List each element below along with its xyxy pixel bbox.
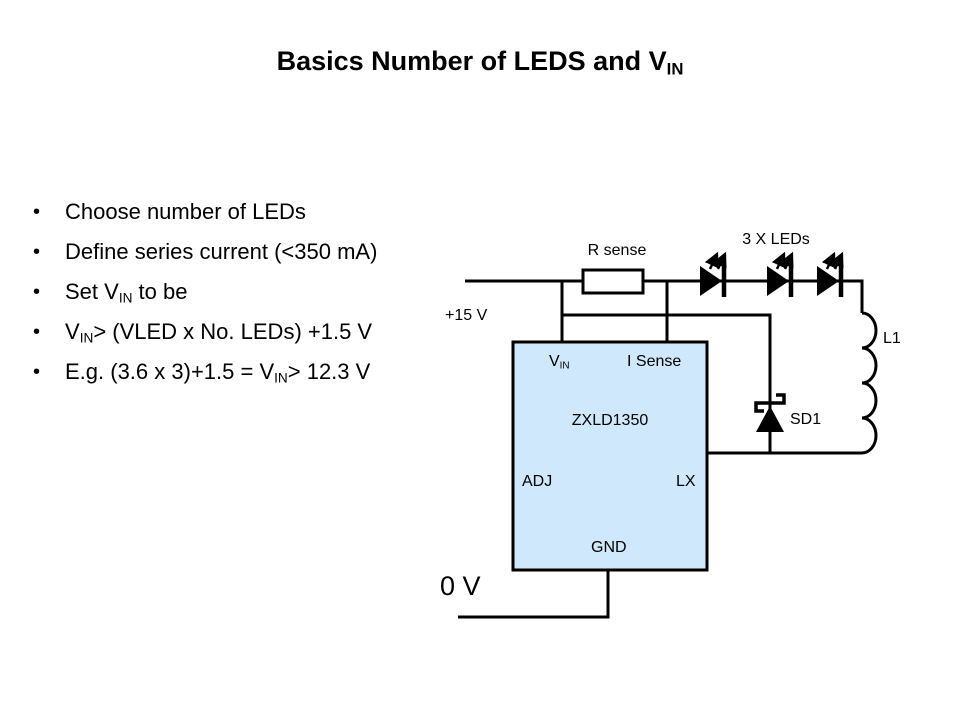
bullet-text-post: > (VLED x No. LEDs) +1.5 V <box>93 319 373 344</box>
led-light-arrow <box>821 251 836 270</box>
resistor-label: R sense <box>587 242 647 259</box>
page-title-text: Basics Number of LEDS and V <box>276 46 667 76</box>
bullet-icon: • <box>33 201 41 223</box>
resistor-symbol <box>581 268 645 295</box>
page-title: Basics Number of LEDS and VIN <box>0 46 960 80</box>
bullet-text-sub: IN <box>274 370 288 386</box>
bullet-icon: • <box>33 281 41 303</box>
bullet-text-pre: Choose number of LEDs <box>65 199 306 224</box>
led-symbol <box>700 251 727 297</box>
supply-voltage-label: +15 V <box>445 307 488 324</box>
led-light-arrow <box>829 251 844 270</box>
bullet-text-post: to be <box>132 279 188 304</box>
led-anode-triangle <box>817 266 839 296</box>
bullet-text-pre: Set V <box>65 279 119 304</box>
chip-pin-adj: ADJ <box>522 473 553 490</box>
leds-label: 3 X LEDs <box>742 231 810 248</box>
chip-pin-lx: LX <box>676 473 696 490</box>
inductor-label: L1 <box>883 330 901 347</box>
bullet-text: Define series current (<350 mA) <box>65 239 377 265</box>
bullet-text: Choose number of LEDs <box>65 199 306 225</box>
led-light-arrow <box>779 251 794 270</box>
ground-wire <box>458 570 610 619</box>
bullet-text-sub: IN <box>79 330 94 346</box>
bullet-text-pre: E.g. (3.6 x 3)+1.5 = V <box>65 359 275 384</box>
chip-pin-vin-text: V <box>549 353 560 370</box>
chip-body <box>511 340 709 572</box>
diode-triangle <box>756 406 784 432</box>
bullet-text-pre: V <box>65 319 80 344</box>
bullet-text-pre: Define series current (<350 mA) <box>65 239 378 264</box>
led-light-arrow <box>704 251 719 270</box>
led-symbol <box>767 251 794 297</box>
bullet-icon: • <box>33 241 41 263</box>
led-anode-triangle <box>767 266 789 296</box>
bullet-text: Set VIN to be <box>65 279 187 305</box>
supply-wire <box>465 279 864 313</box>
chip-pin-vin-subscript: IN <box>559 360 570 372</box>
list-item: • E.g. (3.6 x 3)+1.5 = VIN> 12.3 V <box>30 359 377 399</box>
bullet-list: • Choose number of LEDs • Define series … <box>30 199 377 399</box>
diode-cathode-bar <box>754 393 786 413</box>
bullet-icon: • <box>33 361 41 383</box>
list-item: • Set VIN to be <box>30 279 377 319</box>
bullet-text-post: > 12.3 V <box>287 359 371 384</box>
inductor-symbol <box>861 311 878 455</box>
diode-label: SD1 <box>790 411 822 428</box>
bullet-text: VIN> (VLED x No. LEDs) +1.5 V <box>65 319 372 345</box>
ground-voltage-label: 0 V <box>440 571 481 601</box>
led-anode-triangle <box>700 266 722 296</box>
list-item: • Choose number of LEDs <box>30 199 377 239</box>
led-symbol <box>817 251 844 297</box>
chip-pin-gnd: GND <box>591 539 627 556</box>
page-title-subscript: IN <box>666 59 684 79</box>
bullet-text-sub: IN <box>118 290 133 306</box>
chip-pin-vin: VIN <box>549 353 570 375</box>
schottky-diode-symbol <box>754 393 786 432</box>
bullet-text: E.g. (3.6 x 3)+1.5 = VIN> 12.3 V <box>65 359 370 385</box>
bullet-icon: • <box>33 321 41 343</box>
led-light-arrow <box>712 251 727 270</box>
list-item: • Define series current (<350 mA) <box>30 239 377 279</box>
chip-pin-isense: I Sense <box>627 353 682 370</box>
chip-name: ZXLD1350 <box>571 412 649 429</box>
list-item: • VIN> (VLED x No. LEDs) +1.5 V <box>30 319 377 359</box>
led-light-arrow <box>771 251 786 270</box>
